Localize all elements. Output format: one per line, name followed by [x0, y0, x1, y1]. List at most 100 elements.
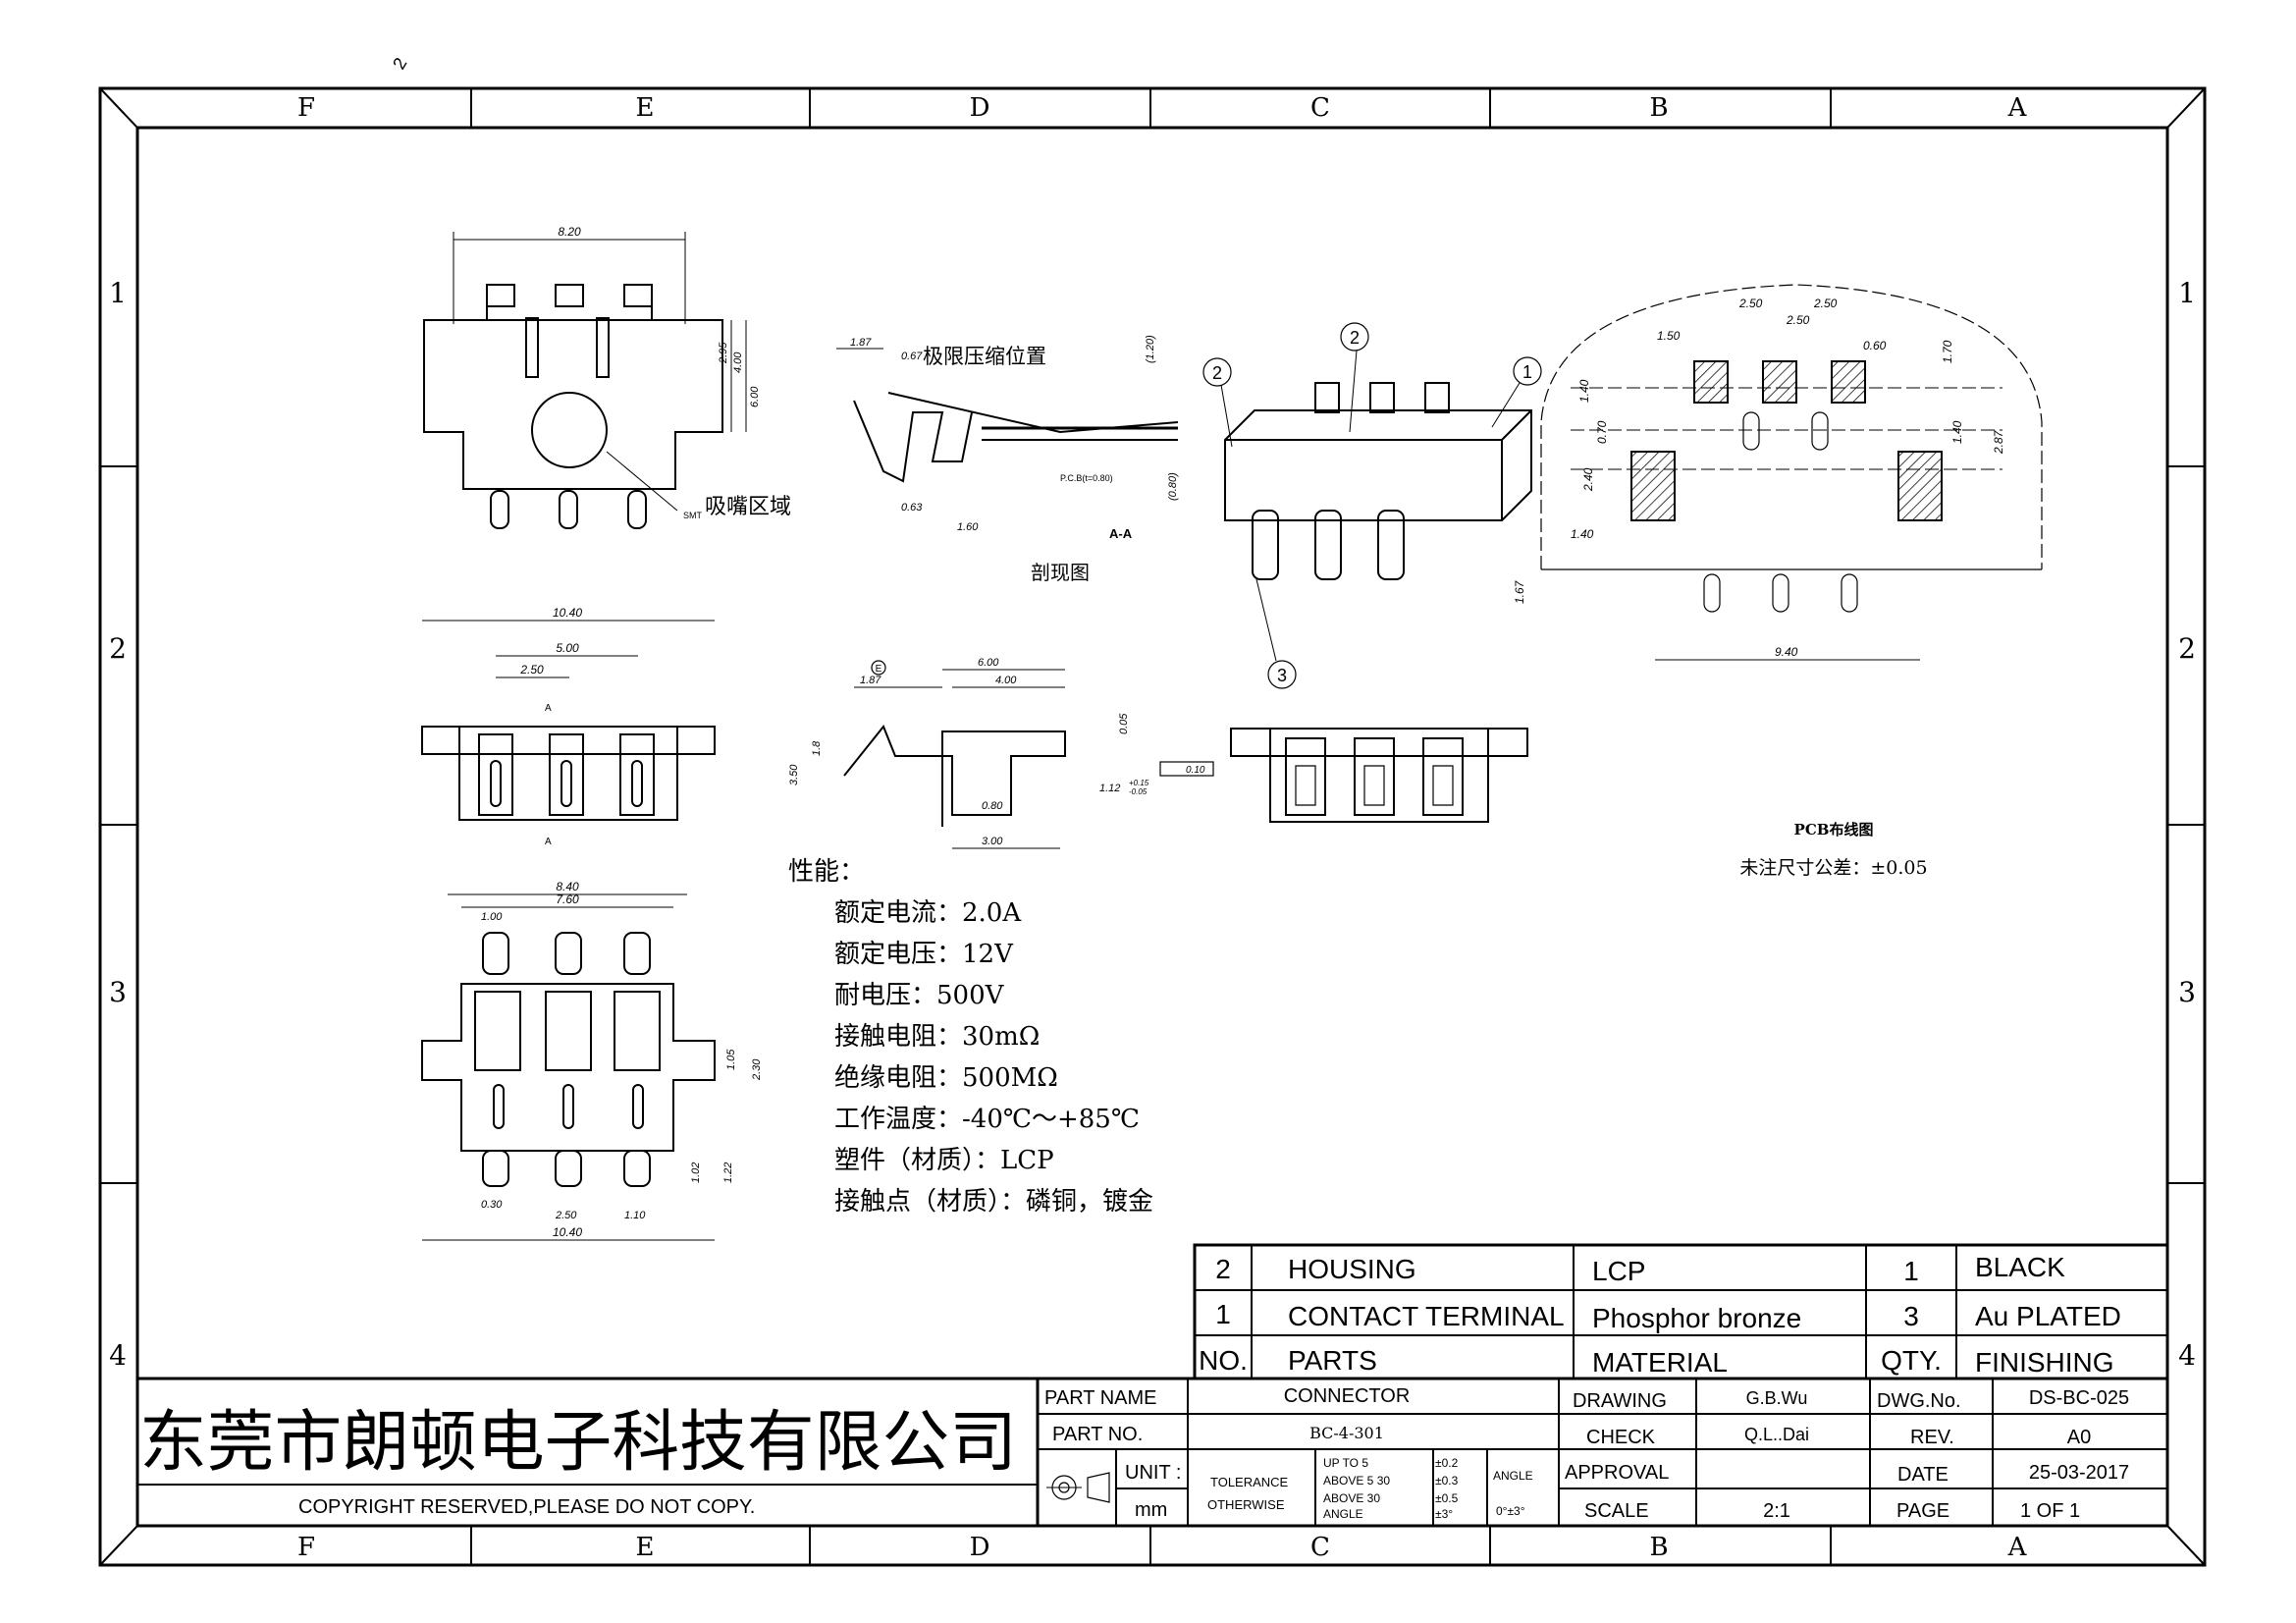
dim-4-00: 4.00: [732, 352, 744, 373]
bom-row1-qty: 1: [1903, 1256, 1919, 1286]
section-dim-1-87: 1.87: [850, 337, 872, 349]
drawing-value: G.B.Wu: [1746, 1388, 1808, 1408]
zone-row-3: 3: [109, 976, 127, 1008]
spec-rated-current: 额定电流：2.0A: [834, 898, 1022, 928]
bom-row1-finish: BLACK: [1975, 1252, 2065, 1282]
zone-col-d-bottom: D: [970, 1533, 990, 1562]
pcb-dim-2-50-c: 2.50: [1786, 313, 1810, 327]
bom-row1-no: 2: [1215, 1254, 1231, 1284]
bom-header-parts: PARTS: [1288, 1345, 1377, 1376]
section-dim-0-67: 0.67: [901, 351, 923, 362]
bottom-dim-1-02: 1.02: [690, 1163, 702, 1183]
spec-housing-material: 塑件（材质）：LCP: [834, 1146, 1054, 1175]
projection-symbol-icon: [1046, 1472, 1110, 1503]
zone-col-a: A: [2007, 93, 2028, 123]
bottom-dim-8-40: 8.40: [556, 880, 579, 893]
tol-range-4: ANGLE: [1323, 1507, 1363, 1521]
pcb-tolerance-note: 未注尺寸公差：±0.05: [1739, 857, 1927, 879]
side-tol-down: -0.05: [1129, 787, 1148, 796]
spec-rated-voltage: 额定电压：12V: [834, 940, 1014, 969]
unit-value: mm: [1135, 1499, 1167, 1521]
bom-header-finishing: FINISHING: [1975, 1347, 2114, 1378]
zone-col-b: B: [1649, 93, 1668, 123]
nozzle-area-label: 吸嘴区域: [705, 494, 791, 518]
otherwise-label: OTHERWISE: [1207, 1497, 1285, 1512]
page-value: 1 OF 1: [2020, 1500, 2080, 1522]
inner-border: [135, 126, 2169, 1528]
rear-view: [1230, 728, 1528, 823]
bom-row1-part: HOUSING: [1288, 1254, 1416, 1284]
side-dim-1-12: 1.12: [1099, 783, 1120, 794]
pcb-dim-1-50: 1.50: [1657, 329, 1681, 343]
bom-header-material: MATERIAL: [1592, 1347, 1728, 1378]
dwg-no-value: DS-BC-025: [2029, 1387, 2129, 1409]
part-name-value: CONNECTOR: [1284, 1385, 1411, 1407]
front-dim-10-40: 10.40: [553, 606, 582, 620]
dim-6-00: 6.00: [749, 386, 761, 407]
title-block: 东莞市朗顿电子科技有限公司 COPYRIGHT RESERVED,PLEASE …: [137, 1377, 2167, 1526]
balloon-1: [1513, 356, 1542, 386]
zone-letters-bottom: F E D C B A: [297, 1533, 2028, 1562]
spec-contact-resistance: 接触电阻：30mΩ: [834, 1022, 1040, 1052]
rev-label: REV.: [1910, 1427, 1954, 1448]
zone-row-2: 2: [109, 632, 127, 665]
tol-val-2: ±0.3: [1435, 1474, 1459, 1488]
section-caption: 剖现图: [1031, 562, 1090, 584]
front-view: 10.40 5.00 2.50 A A: [421, 606, 716, 847]
spec-operating-temp: 工作温度：-40℃～+85℃: [834, 1105, 1140, 1134]
bottom-dim-1-00: 1.00: [481, 911, 503, 923]
tolerance-label: TOLERANCE: [1210, 1475, 1289, 1489]
unit-label: UNIT :: [1125, 1462, 1181, 1484]
bottom-dim-1-10: 1.10: [624, 1210, 646, 1221]
section-dim-0-63: 0.63: [901, 502, 923, 514]
date-label: DATE: [1897, 1464, 1949, 1486]
pcb-dim-0-60: 0.60: [1863, 339, 1887, 352]
pcb-dim-2-87: 2.87: [1992, 429, 2005, 455]
balloon-2-left: [1202, 357, 1232, 387]
bom-table: 2 HOUSING LCP 1 BLACK 1 CONTACT TERMINAL…: [1193, 1243, 2169, 1380]
top-view: 8.20 SMT 吸嘴区域 2.95 4.00 6.00: [423, 225, 791, 529]
pcb-dim-2-50-b: 2.50: [1813, 297, 1838, 310]
smt-label: SMT: [683, 511, 703, 520]
zone-col-b-bottom: B: [1649, 1533, 1668, 1562]
bom-row2-material: Phosphor bronze: [1592, 1303, 1801, 1333]
section-view: 1.87 0.67 极限压缩位置 (1.20) P.C.B(t=0.80) (0…: [836, 335, 1179, 584]
bom-header-qty: QTY.: [1881, 1345, 1942, 1376]
spec-withstand-voltage: 耐电压：500V: [834, 981, 1005, 1010]
bom-row1-material: LCP: [1592, 1256, 1645, 1286]
scale-value: 2:1: [1763, 1500, 1790, 1522]
zone-row-4: 4: [109, 1339, 127, 1372]
zone-row-1: 1: [109, 277, 127, 309]
spec-heading: 性能：: [788, 857, 865, 887]
section-dim-1-60: 1.60: [957, 521, 979, 533]
spec-contact-material: 接触点（材质）：磷铜，镀金: [834, 1187, 1153, 1217]
zone-row-3-right: 3: [2178, 976, 2196, 1008]
dim-8-20: 8.20: [558, 225, 581, 239]
datum-e: E: [876, 664, 882, 675]
date-value: 25-03-2017: [2029, 1462, 2129, 1484]
front-dim-2-50: 2.50: [519, 663, 544, 676]
side-dim-1-87: 1.87: [860, 675, 881, 686]
side-dim-3-50: 3.50: [788, 764, 800, 785]
balloon-3: [1267, 660, 1297, 689]
zone-numbers: 1 2 3 4 1 2 3 4: [109, 277, 2196, 1372]
bottom-dim-1-05: 1.05: [725, 1049, 737, 1070]
check-value: Q.L..Dai: [1744, 1425, 1809, 1444]
part-no-value: BC-4-301: [1309, 1424, 1384, 1442]
bottom-dim-7-60: 7.60: [556, 893, 579, 906]
bom-row2-finish: Au PLATED: [1975, 1301, 2121, 1331]
page-mark: 2: [389, 54, 410, 73]
section-dim-1-20: (1.20): [1145, 335, 1156, 363]
section-tag: A-A: [1109, 526, 1133, 541]
section-dim-0-80: (0.80): [1167, 472, 1179, 501]
side-dim-3-00: 3.00: [982, 836, 1003, 847]
pcb-layout: 2.50 2.50 2.50 1.50 0.60 1.70 1.40 0.70 …: [1513, 284, 2043, 879]
bottom-dim-1-22: 1.22: [722, 1163, 734, 1183]
zone-row-1-right: 1: [2178, 277, 2196, 309]
front-dim-5-00: 5.00: [556, 641, 579, 655]
tol-range-1: UP TO 5: [1323, 1456, 1368, 1470]
bottom-dim-2-30: 2.30: [751, 1058, 763, 1081]
part-name-label: PART NAME: [1044, 1387, 1156, 1409]
side-dim-6-00: 6.00: [978, 657, 999, 669]
tol-val-4: ±3°: [1435, 1507, 1453, 1521]
